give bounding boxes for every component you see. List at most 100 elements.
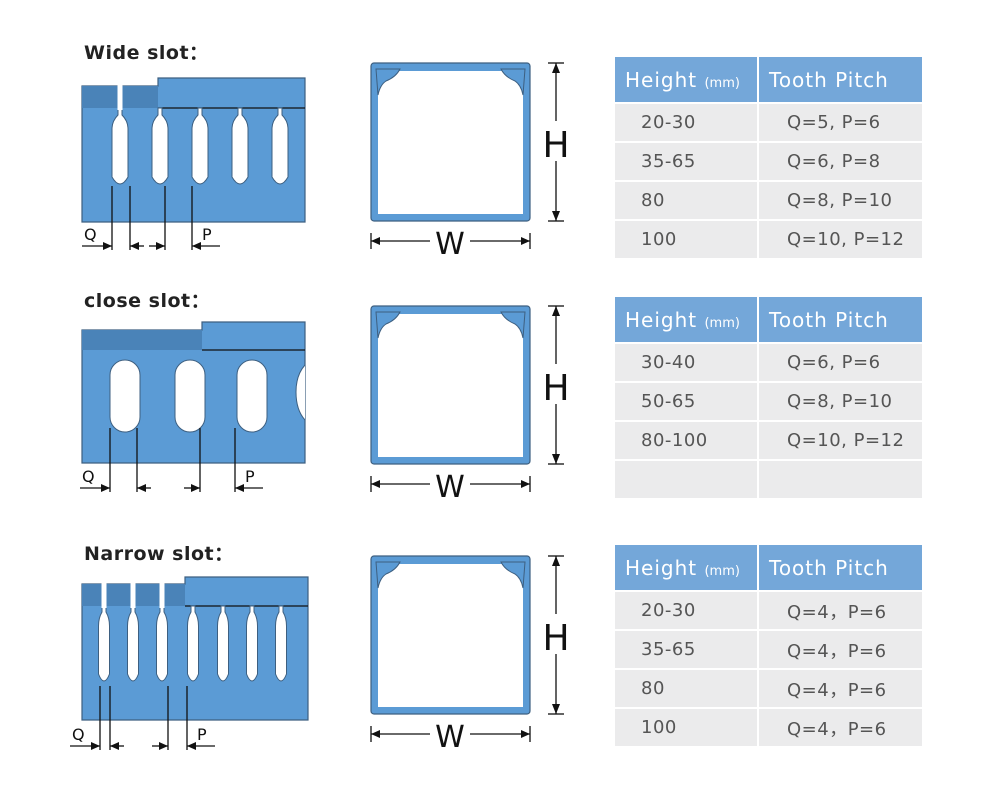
arrow-icon (156, 242, 165, 250)
label-bg (430, 720, 470, 750)
unit-label: (mm) (704, 75, 740, 91)
slot-cut (117, 84, 123, 110)
label-bg (541, 364, 571, 404)
pitch-header: Tooth Pitch (757, 545, 922, 591)
arrow-icon (187, 742, 196, 750)
arrow-icon (103, 242, 112, 250)
slot (174, 359, 206, 433)
wide-slot-title: Wide slot： (84, 42, 209, 64)
pitch-cell: Q=4，P=6 (757, 629, 922, 669)
duct-interior (378, 71, 523, 214)
height-cell: 80 (615, 668, 758, 708)
arrow-icon (552, 556, 560, 566)
slot (246, 605, 258, 682)
h-label: H (542, 618, 569, 659)
height-cell: 35-65 (615, 629, 758, 669)
q-label: Q (72, 725, 85, 744)
slot (156, 605, 168, 682)
arrow-icon (552, 704, 560, 714)
arrow-icon (552, 306, 560, 316)
arrow-icon (371, 237, 380, 245)
arrow-icon (371, 730, 380, 738)
arrow-icon (91, 742, 100, 750)
narrow-slot-title: Narrow slot： (84, 543, 234, 565)
close-slot-title: close slot： (84, 290, 211, 312)
pitch-header: Tooth Pitch (757, 57, 922, 103)
arrow-icon (137, 484, 146, 492)
arrow-icon (521, 480, 530, 488)
duct-interior (378, 314, 523, 457)
height-header: Height (625, 555, 698, 580)
pitch-cell: Q=10, P=12 (757, 219, 922, 258)
slot (191, 107, 209, 185)
h-label: H (542, 368, 569, 409)
panel-lip (82, 330, 202, 350)
pitch-cell: Q=6, P=8 (757, 141, 922, 181)
slot (236, 359, 268, 433)
arrow-icon (521, 237, 530, 245)
pitch-cell (757, 459, 922, 498)
cover-clip (500, 561, 526, 589)
label-bg (430, 227, 470, 257)
arrow-icon (235, 484, 244, 492)
pitch-cell: Q=4，P=6 (757, 590, 922, 630)
slot (271, 107, 289, 185)
p-label: P (197, 725, 207, 744)
slot (109, 359, 141, 433)
cover-clip (375, 561, 401, 589)
height-header: Height (625, 67, 698, 92)
w-label: W (435, 720, 465, 755)
cover-clip (375, 311, 401, 339)
arrow-icon (101, 484, 110, 492)
arrow-icon (552, 211, 560, 221)
w-label: W (435, 227, 465, 262)
slot (217, 605, 229, 682)
p-label: P (202, 225, 212, 244)
pitch-cell: Q=4，P=6 (757, 707, 922, 746)
slot (98, 605, 110, 682)
height-cell: 100 (615, 219, 758, 258)
slot (231, 107, 249, 185)
slot (127, 605, 139, 682)
height-cell (615, 459, 758, 498)
unit-label: (mm) (704, 315, 740, 331)
arrow-icon (192, 242, 201, 250)
slot (275, 605, 287, 682)
height-cell: 100 (615, 707, 758, 746)
slot-cut (101, 582, 107, 608)
cover-clip (500, 311, 526, 339)
arrow-icon (552, 454, 560, 464)
arrow-icon (159, 742, 168, 750)
height-cell: 80 (615, 180, 758, 220)
slot (187, 605, 199, 682)
arrow-icon (110, 742, 119, 750)
arrow-icon (130, 242, 139, 250)
height-cell: 30-40 (615, 342, 758, 382)
height-cell: 80-100 (615, 420, 758, 460)
pitch-cell: Q=4，P=6 (757, 668, 922, 708)
p-label: P (245, 467, 255, 486)
height-cell: 50-65 (615, 381, 758, 421)
pitch-header: Tooth Pitch (757, 297, 922, 343)
duct-interior (378, 564, 523, 707)
cover-clip (500, 68, 526, 96)
height-header: Height (625, 307, 698, 332)
label-bg (541, 121, 571, 161)
label-bg (541, 614, 571, 654)
label-bg (430, 470, 470, 500)
q-label: Q (82, 467, 95, 486)
slot-cut (130, 582, 136, 608)
